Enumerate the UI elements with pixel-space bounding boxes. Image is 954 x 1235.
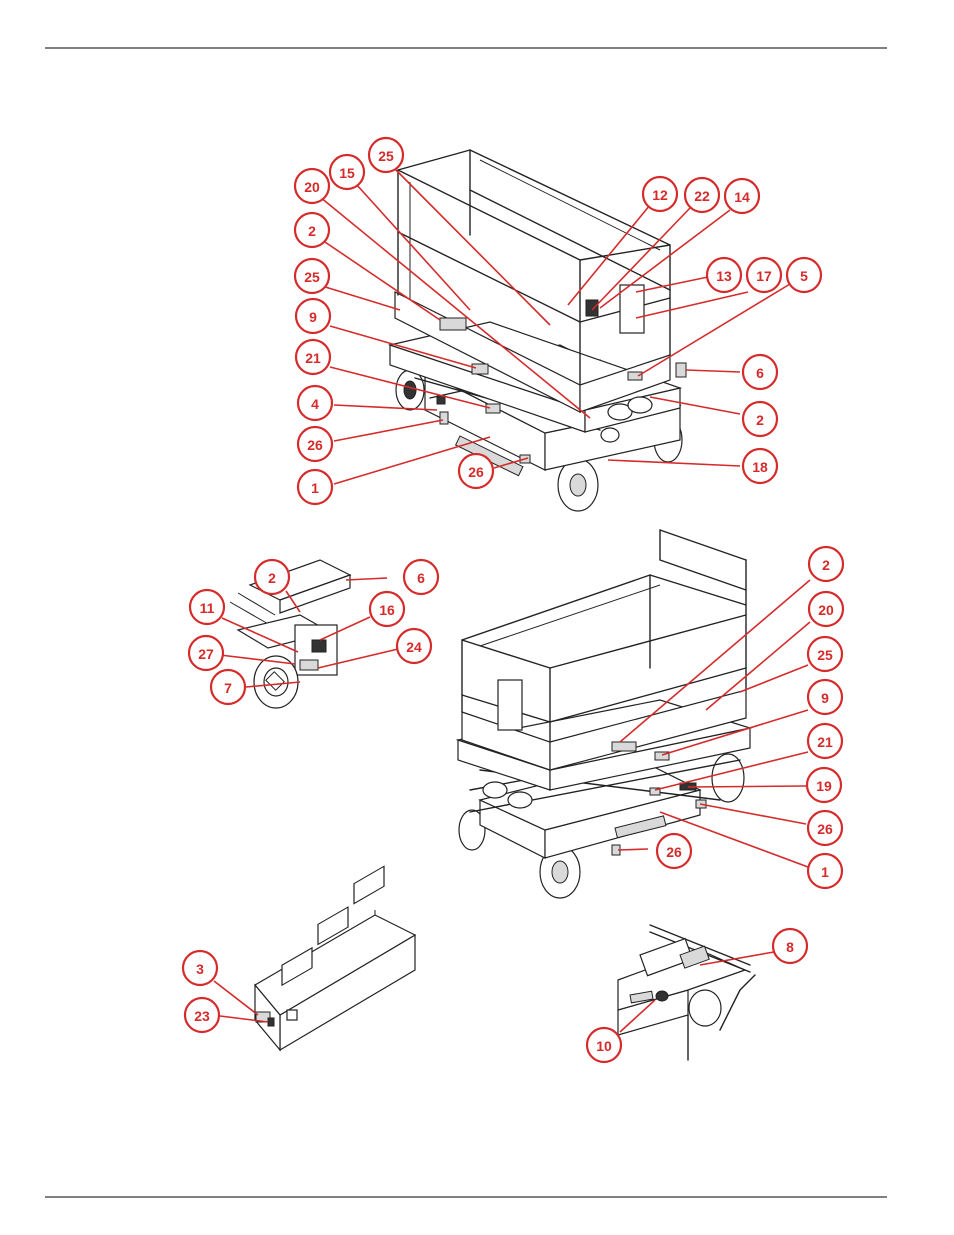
callout-17: 17: [747, 258, 781, 292]
callout-4: 4: [298, 386, 332, 420]
callout-8: 8: [773, 929, 807, 963]
callout-18: 18: [743, 449, 777, 483]
scissor-lift-front-view: [390, 150, 686, 511]
callout-1: 1: [808, 854, 842, 888]
callout-14: 14: [725, 179, 759, 213]
callout-7: 7: [211, 670, 245, 704]
callout-21: 21: [808, 724, 842, 758]
callout-25: 25: [808, 637, 842, 671]
callout-26: 26: [298, 427, 332, 461]
callout-number: 11: [200, 600, 215, 616]
callout-number: 26: [468, 464, 484, 480]
callout-number: 10: [596, 1038, 612, 1054]
callout-13: 13: [707, 258, 741, 292]
callout-number: 25: [304, 269, 320, 285]
motor-compartment-view: [618, 925, 755, 1060]
callout-number: 23: [194, 1008, 210, 1024]
callout-number: 14: [734, 189, 750, 205]
callout-number: 9: [309, 309, 317, 325]
callout-number: 20: [818, 602, 834, 618]
callout-number: 19: [816, 778, 832, 794]
callout-19: 19: [807, 768, 841, 802]
callout-15: 15: [330, 155, 364, 189]
callout-2: 2: [255, 560, 289, 594]
callout-27: 27: [189, 636, 223, 670]
callout-3: 3: [183, 951, 217, 985]
callout-16: 16: [370, 592, 404, 626]
callout-number: 17: [756, 268, 772, 284]
callout-9: 9: [808, 680, 842, 714]
callout-1: 1: [298, 470, 332, 504]
callout-number: 16: [379, 602, 395, 618]
scissor-lift-rear-view: [458, 530, 750, 898]
callout-26: 26: [657, 834, 691, 868]
callout-20: 20: [809, 592, 843, 626]
callout-26: 26: [459, 454, 493, 488]
callout-10: 10: [587, 1028, 621, 1062]
callout-number: 6: [417, 570, 425, 586]
callout-number: 18: [752, 459, 768, 475]
callout-25: 25: [369, 138, 403, 172]
callout-number: 26: [817, 821, 833, 837]
callout-number: 22: [694, 188, 710, 204]
callout-2: 2: [809, 547, 843, 581]
callout-11: 11: [190, 590, 224, 624]
callout-23: 23: [185, 998, 219, 1032]
callout-number: 2: [308, 223, 316, 239]
callout-number: 25: [378, 148, 394, 164]
callout-number: 21: [305, 350, 321, 366]
callout-24: 24: [397, 629, 431, 663]
callout-number: 5: [800, 268, 808, 284]
callout-number: 6: [756, 365, 764, 381]
callout-number: 2: [268, 570, 276, 586]
callout-25: 25: [295, 259, 329, 293]
callout-number: 13: [716, 268, 732, 284]
callout-number: 24: [406, 639, 422, 655]
callout-22: 22: [685, 178, 719, 212]
callout-number: 1: [311, 480, 319, 496]
callout-6: 6: [404, 560, 438, 594]
callout-5: 5: [787, 258, 821, 292]
callout-number: 21: [817, 734, 833, 750]
callout-number: 3: [196, 961, 204, 977]
callout-number: 8: [786, 939, 794, 955]
callout-2: 2: [295, 213, 329, 247]
battery-tray-view: [255, 866, 415, 1050]
callout-9: 9: [296, 299, 330, 333]
callout-number: 25: [817, 647, 833, 663]
callout-number: 12: [652, 187, 668, 203]
callout-26: 26: [808, 811, 842, 845]
callout-number: 2: [756, 412, 764, 428]
callout-number: 1: [821, 864, 829, 880]
callout-number: 4: [311, 396, 319, 412]
callout-number: 27: [198, 646, 214, 662]
callout-6: 6: [743, 355, 777, 389]
callout-number: 7: [224, 680, 232, 696]
callout-2: 2: [743, 402, 777, 436]
callout-20: 20: [295, 169, 329, 203]
callout-number: 2: [822, 557, 830, 573]
callout-number: 26: [307, 437, 323, 453]
callout-number: 9: [821, 690, 829, 706]
callout-number: 20: [304, 179, 320, 195]
callout-number: 15: [339, 165, 355, 181]
callout-number: 26: [666, 844, 682, 860]
callout-21: 21: [296, 340, 330, 374]
callout-12: 12: [643, 177, 677, 211]
